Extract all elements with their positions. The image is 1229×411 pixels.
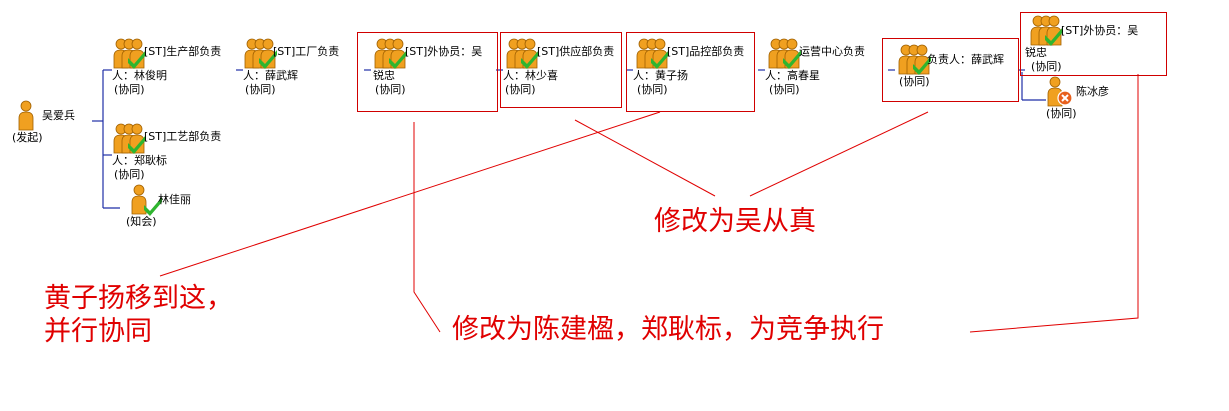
person-icon (1047, 76, 1073, 107)
annotation-arrow (749, 111, 929, 197)
node-quality[interactable]: [ST]品控部负责 人：黄子扬 (协同) (633, 38, 755, 100)
highlight-box-outsource1 (357, 32, 498, 112)
node-owner: 人：郑耿标 (112, 154, 167, 167)
annotation-arrow (413, 122, 441, 333)
node-outsource-1[interactable]: [ST]外协员：吴 锐忠 (协同) (371, 38, 496, 100)
highlight-box-outsource2 (1020, 12, 1167, 76)
node-status: (协同) (505, 83, 536, 96)
node-supply[interactable]: [ST]供应部负责 人：林少喜 (协同) (503, 38, 623, 100)
node-title: 运营中心负责 (799, 45, 865, 58)
highlight-box-quality (626, 32, 755, 112)
node-status: (协同) (245, 83, 276, 96)
node-title: [ST]工厂负责 (273, 45, 340, 58)
group-icon (767, 38, 801, 69)
node-owner: 人：林少喜 (503, 69, 558, 82)
node-owner: 人：林俊明 (112, 69, 167, 82)
annotation-chen-jianying: 修改为陈建楹，郑耿标，为竞争执行 (452, 314, 884, 345)
node-status: (知会) (126, 215, 157, 228)
node-initiator[interactable]: 吴爱兵 (发起) (10, 98, 90, 148)
node-status: (协同) (114, 168, 145, 181)
node-title: [ST]外协员：吴 (405, 45, 483, 58)
node-status: (协同) (1046, 107, 1077, 120)
node-status: (协同) (1031, 60, 1062, 73)
node-status: (协同) (769, 83, 800, 96)
node-outsource-2[interactable]: [ST]外协员：吴 锐忠 (协同) (1025, 15, 1163, 73)
node-name: 林佳丽 (158, 193, 191, 206)
node-status: (协同) (637, 83, 668, 96)
highlight-box-supply (500, 32, 622, 108)
node-owner: 人：薛武辉 (243, 69, 298, 82)
annotation-huang-line1: 黄子扬移到这， (44, 283, 233, 314)
node-owner-xue[interactable]: 负责人：薛武辉 (协同) (895, 44, 1015, 94)
node-title: [ST]供应部负责 (537, 45, 615, 58)
node-production[interactable]: [ST]生产部负责 人：林俊明 (协同) (112, 38, 237, 100)
node-owner: 人：高春星 (765, 69, 820, 82)
node-status: (协同) (114, 83, 145, 96)
group-icon (112, 123, 146, 154)
node-chen-bingyan[interactable]: 陈冰彦 (协同) (1046, 76, 1126, 124)
node-status: (协同) (375, 83, 406, 96)
node-owner: 人：黄子扬 (633, 69, 688, 82)
node-name: 吴爱兵 (42, 109, 75, 122)
group-icon (635, 38, 669, 69)
node-owner: 锐忠 (1025, 46, 1047, 59)
node-title: [ST]工艺部负责 (144, 130, 222, 143)
group-icon (505, 38, 539, 69)
node-title: 负责人：薛武辉 (927, 53, 1004, 66)
node-title: [ST]外协员：吴 (1061, 24, 1139, 37)
group-icon (373, 38, 407, 69)
node-ops-center[interactable]: 运营中心负责 人：高春星 (协同) (765, 38, 887, 100)
node-title: [ST]生产部负责 (144, 45, 222, 58)
person-icon (18, 100, 34, 131)
node-status: (协同) (899, 75, 930, 88)
annotation-arrow (159, 111, 661, 277)
node-status: (发起) (12, 131, 43, 144)
annotation-arrow (574, 119, 716, 197)
annotation-arrow (969, 74, 1139, 333)
node-factory[interactable]: [ST]工厂负责 人：薛武辉 (协同) (243, 38, 363, 100)
annotation-huang-line2: 并行协同 (44, 316, 152, 347)
node-lin-jiali[interactable]: 林佳丽 (知会) (120, 184, 210, 232)
node-craft[interactable]: [ST]工艺部负责 人：郑耿标 (协同) (112, 123, 237, 185)
group-icon (1029, 15, 1063, 46)
annotation-wu-congzhen: 修改为吴从真 (654, 206, 816, 237)
highlight-box-owner (882, 38, 1019, 102)
node-title: [ST]品控部负责 (667, 45, 745, 58)
node-name: 陈冰彦 (1076, 85, 1109, 98)
group-icon (112, 38, 146, 69)
node-owner: 锐忠 (373, 69, 395, 82)
